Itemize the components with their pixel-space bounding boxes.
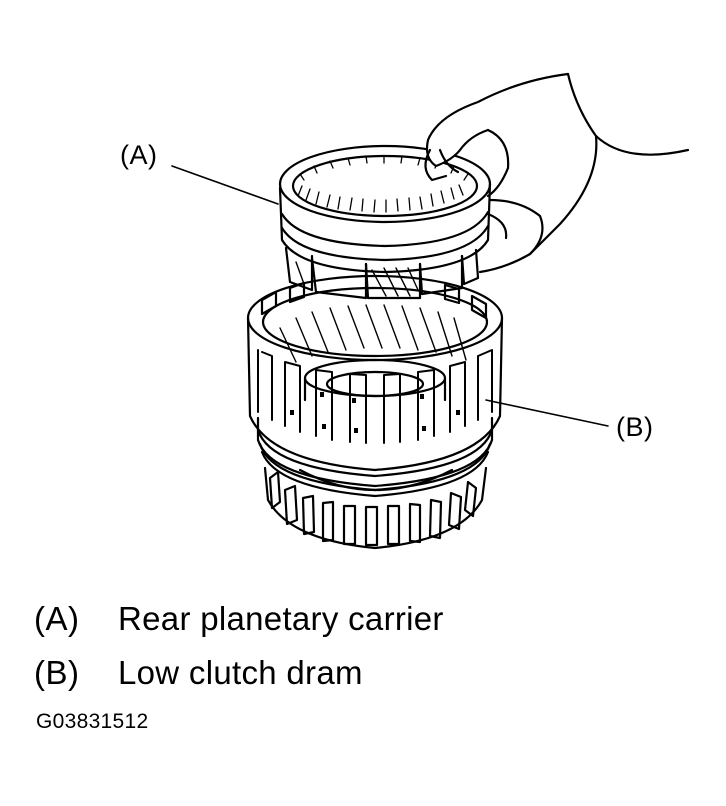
- leader-line-b: [485, 399, 609, 427]
- legend-key-a: (A): [34, 600, 80, 637]
- legend-text-b: Low clutch dram: [118, 654, 363, 691]
- legend: (A) Rear planetary carrier (B) Low clutc…: [34, 592, 694, 700]
- legend-key-b: (B): [34, 654, 80, 691]
- callout-label-b: (B): [616, 412, 654, 442]
- exploded-parts-illustration: [171, 72, 690, 550]
- callout-label-a: (A): [120, 140, 158, 170]
- legend-item-b: (B) Low clutch dram: [34, 646, 694, 700]
- legend-text-a: Rear planetary carrier: [118, 600, 444, 637]
- figure-code: G03831512: [36, 710, 149, 733]
- legend-item-a: (A) Rear planetary carrier: [34, 592, 694, 646]
- hand: [424, 72, 690, 274]
- low-clutch-drum: [246, 274, 504, 498]
- leader-line-a: [171, 165, 279, 205]
